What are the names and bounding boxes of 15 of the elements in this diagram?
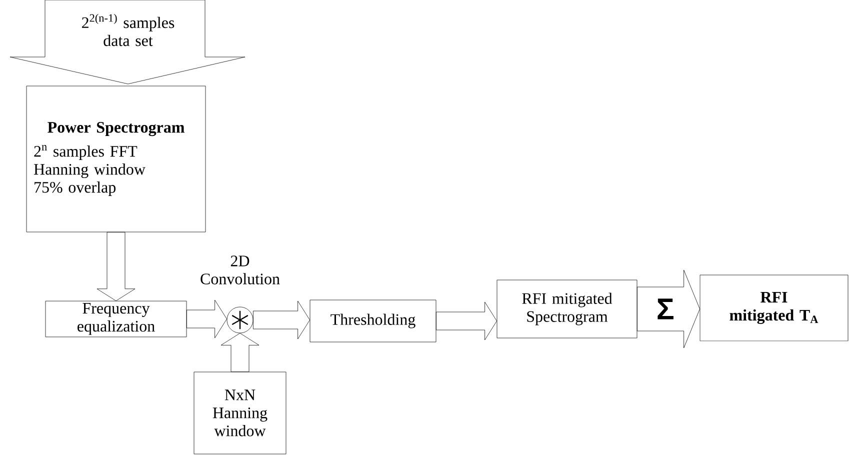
convolution-symbol xyxy=(226,306,254,334)
node-caption: 2D Convolution xyxy=(200,256,280,284)
block-arrow xyxy=(253,300,310,340)
block-arrow xyxy=(436,302,497,340)
process-box: Frequency equalization xyxy=(45,300,187,338)
process-box: RFI mitigated Spectrogram xyxy=(496,280,638,338)
block-arrow xyxy=(186,300,227,338)
process-box: NxN Hanning window xyxy=(194,372,286,454)
process-box: RFI mitigated T$_{A}$ xyxy=(700,274,848,342)
block-arrow xyxy=(637,270,700,348)
block-arrow xyxy=(220,332,260,372)
edge-label: Σ xyxy=(658,298,674,320)
process-box: Power Spectrogram 2$^{n}$ samples FFT Hanning window 75% overlap xyxy=(26,86,206,232)
process-box: Thresholding xyxy=(310,300,436,342)
block-arrow xyxy=(96,232,136,302)
